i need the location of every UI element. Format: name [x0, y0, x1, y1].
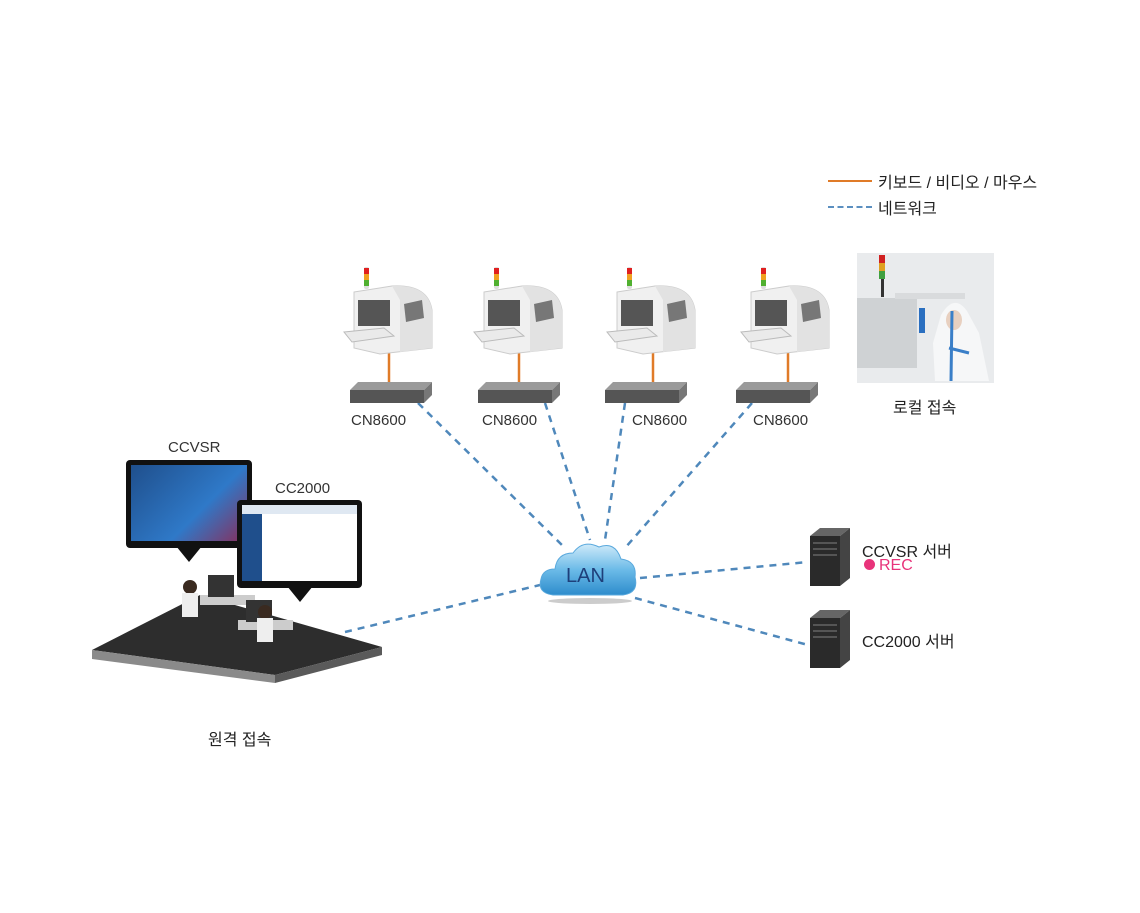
remote-access-label: 원격 접속: [208, 732, 272, 749]
kvm-switch-2: [478, 382, 560, 409]
kvm-switch-1: [350, 382, 432, 409]
switch-label: CN8600: [632, 412, 688, 429]
legend-item-kvm: 키보드 / 비디오 / 마우스: [828, 169, 1037, 193]
server-tower-icon: [810, 610, 850, 668]
kvm-switch-3: [605, 382, 687, 409]
remote-office-platform: [92, 575, 382, 683]
cc2000-screen: [242, 505, 357, 581]
rec-status-label: REC: [879, 557, 913, 574]
machine-unit-3: [603, 262, 703, 362]
server-tower-icon: [810, 528, 850, 586]
cleanroom-operator-image: [857, 253, 994, 383]
switch-label: CN8600: [482, 412, 538, 429]
operator-workstation-icon: [182, 575, 293, 642]
network-line: [639, 560, 809, 580]
ccvsr-monitor-label: CCVSR: [168, 439, 221, 456]
ccvsr-monitor: [126, 460, 252, 562]
solid-line-swatch: [828, 180, 872, 182]
callout-pointer-icon: [176, 546, 202, 562]
rec-status: REC: [864, 557, 913, 575]
industrial-machine-icon: [473, 267, 563, 355]
machine-unit-2: [470, 262, 570, 362]
switch-label: CN8600: [753, 412, 809, 429]
machine-unit-1: [340, 262, 440, 362]
cloud-icon: [539, 543, 637, 604]
ccvsr-server-label: CCVSR 서버: [862, 544, 952, 561]
switch-icon: [350, 382, 432, 403]
recording-dot-icon: [864, 559, 875, 571]
legend-item-network: 네트워크: [828, 195, 937, 219]
network-line: [624, 402, 753, 549]
cc2000-server-label: CC2000 서버: [862, 634, 955, 651]
network-line: [634, 596, 809, 647]
callout-pointer-icon: [287, 586, 313, 602]
dashed-line-swatch: [828, 206, 872, 208]
network-line: [543, 402, 592, 541]
lan-label: LAN: [566, 565, 605, 587]
ccvsr-screen: [131, 465, 247, 541]
industrial-machine-icon: [606, 267, 696, 355]
switch-icon: [736, 382, 818, 403]
ccvsr-server: [808, 528, 852, 593]
switch-label: CN8600: [351, 412, 407, 429]
switch-icon: [605, 382, 687, 403]
switch-icon: [478, 382, 560, 403]
local-access-photo: [857, 253, 994, 383]
cc2000-server: [808, 610, 852, 675]
local-access-label: 로컬 접속: [893, 400, 957, 417]
machine-unit-4: [737, 262, 837, 362]
industrial-machine-icon: [740, 267, 830, 355]
network-line: [603, 402, 627, 541]
legend-label: 키보드 / 비디오 / 마우스: [878, 175, 1038, 192]
industrial-machine-icon: [343, 267, 433, 355]
cc2000-monitor-label: CC2000: [275, 480, 331, 497]
cc2000-monitor: [237, 500, 362, 602]
legend-label: 네트워크: [878, 201, 937, 218]
lan-cloud: [535, 535, 645, 610]
kvm-switch-4: [736, 382, 818, 409]
network-line: [417, 402, 566, 549]
